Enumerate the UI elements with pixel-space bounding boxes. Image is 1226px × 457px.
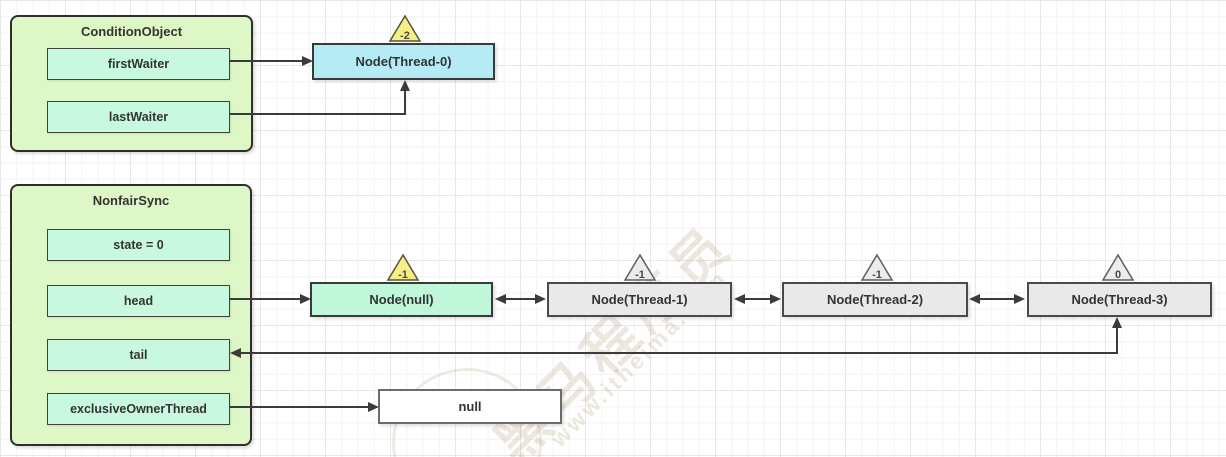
triangle-icon	[386, 253, 420, 281]
connector-firstwaiter-line	[230, 60, 304, 62]
queue-node-thread-2: Node(Thread-2)	[782, 282, 968, 317]
wait-status-value: -2	[400, 30, 410, 42]
connector-tail-line-v	[1116, 326, 1118, 354]
connector-owner-line	[230, 406, 370, 408]
arrowhead-right-icon	[368, 402, 379, 412]
triangle-icon	[388, 14, 422, 42]
wait-status-badge-thread-0: -2	[388, 14, 422, 43]
arrowhead-right-icon	[1014, 294, 1025, 304]
queue-node-null: Node(null)	[310, 282, 493, 317]
condition-object-title: ConditionObject	[80, 24, 183, 39]
field-state: state = 0	[47, 229, 230, 261]
wait-status-value: -1	[872, 269, 882, 281]
wait-status-value: -1	[398, 269, 408, 281]
arrowhead-right-icon	[300, 294, 311, 304]
condition-node-thread-0: Node(Thread-0)	[312, 43, 495, 80]
arrowhead-up-icon	[400, 80, 410, 91]
owner-null-box: null	[378, 389, 562, 424]
wait-status-value: -1	[635, 269, 645, 281]
triangle-icon	[1101, 253, 1135, 281]
connector-bidir-line-1	[504, 298, 538, 300]
nonfair-sync-box: NonfairSync state = 0 head tail exclusiv…	[10, 184, 252, 446]
arrowhead-up-icon	[1112, 317, 1122, 328]
nonfair-sync-title: NonfairSync	[92, 193, 170, 208]
connector-lastwaiter-line-h	[230, 113, 406, 115]
connector-head-line	[230, 298, 302, 300]
wait-status-value: 0	[1114, 269, 1122, 281]
wait-status-badge-thread-3: 0	[1101, 253, 1135, 282]
condition-object-box: ConditionObject firstWaiter lastWaiter	[10, 15, 253, 152]
arrowhead-right-icon	[535, 294, 546, 304]
connector-tail-line-h	[240, 352, 1117, 354]
triangle-icon	[623, 253, 657, 281]
wait-status-badge-thread-2: -1	[860, 253, 894, 282]
arrowhead-right-icon	[302, 56, 313, 66]
arrowhead-left-icon	[230, 348, 241, 358]
field-head: head	[47, 285, 230, 317]
field-exclusive-owner-thread: exclusiveOwnerThread	[47, 393, 230, 425]
field-first-waiter: firstWaiter	[47, 48, 230, 80]
connector-lastwaiter-line-v	[404, 88, 406, 115]
field-tail: tail	[47, 339, 230, 371]
wait-status-badge-thread-1: -1	[623, 253, 657, 282]
triangle-icon	[860, 253, 894, 281]
queue-node-thread-3: Node(Thread-3)	[1027, 282, 1212, 317]
arrowhead-left-icon	[495, 294, 506, 304]
connector-bidir-line-2	[743, 298, 773, 300]
arrowhead-right-icon	[770, 294, 781, 304]
arrowhead-left-icon	[734, 294, 745, 304]
connector-bidir-line-3	[978, 298, 1016, 300]
wait-status-badge-node-null: -1	[386, 253, 420, 282]
queue-node-thread-1: Node(Thread-1)	[547, 282, 732, 317]
field-last-waiter: lastWaiter	[47, 101, 230, 133]
arrowhead-left-icon	[969, 294, 980, 304]
